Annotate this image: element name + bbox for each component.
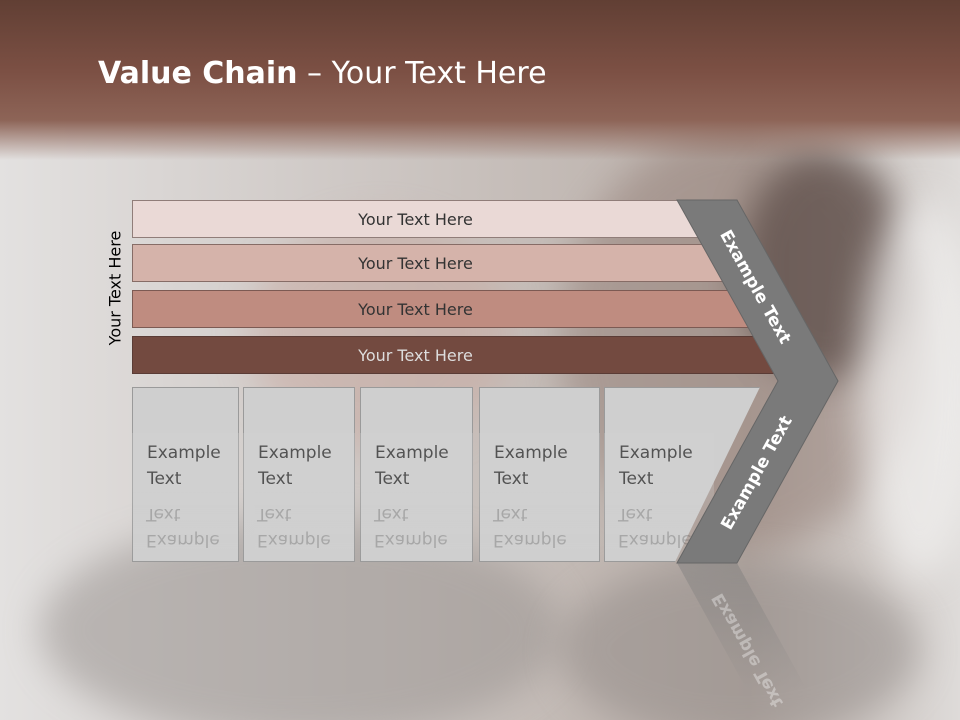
activity-box-line2: Text (375, 469, 410, 489)
chevron-reflection (677, 563, 807, 690)
value-bar[interactable]: Your Text Here (132, 200, 732, 238)
value-bar-label: Your Text Here (358, 299, 473, 319)
activity-box-line1: Example (147, 443, 221, 463)
value-bar-label: Your Text Here (358, 345, 473, 365)
value-bar[interactable]: Your Text Here (132, 244, 755, 282)
title-band (0, 0, 960, 160)
activity-box-line2: Text (619, 469, 654, 489)
activity-box-line1: Example (494, 443, 568, 463)
title-rest: – Your Text Here (297, 56, 547, 91)
value-bar[interactable]: Your Text Here (132, 336, 802, 374)
activity-box-line1: Example (375, 443, 449, 463)
value-bar[interactable]: Your Text Here (132, 290, 778, 328)
activity-box-line1: Example (619, 443, 693, 463)
activity-box-line1: Example (258, 443, 332, 463)
title-bold: Value Chain (98, 56, 298, 91)
chevron-shape[interactable] (676, 199, 839, 564)
value-bar-label: Your Text Here (358, 253, 473, 273)
activity-box-line2: Text (258, 469, 293, 489)
activity-box-line2: Text (147, 469, 182, 489)
slide-title[interactable]: Value Chain – Your Text Here (98, 54, 547, 94)
activity-box-line2: Text (494, 469, 529, 489)
value-bar-label: Your Text Here (358, 209, 473, 229)
